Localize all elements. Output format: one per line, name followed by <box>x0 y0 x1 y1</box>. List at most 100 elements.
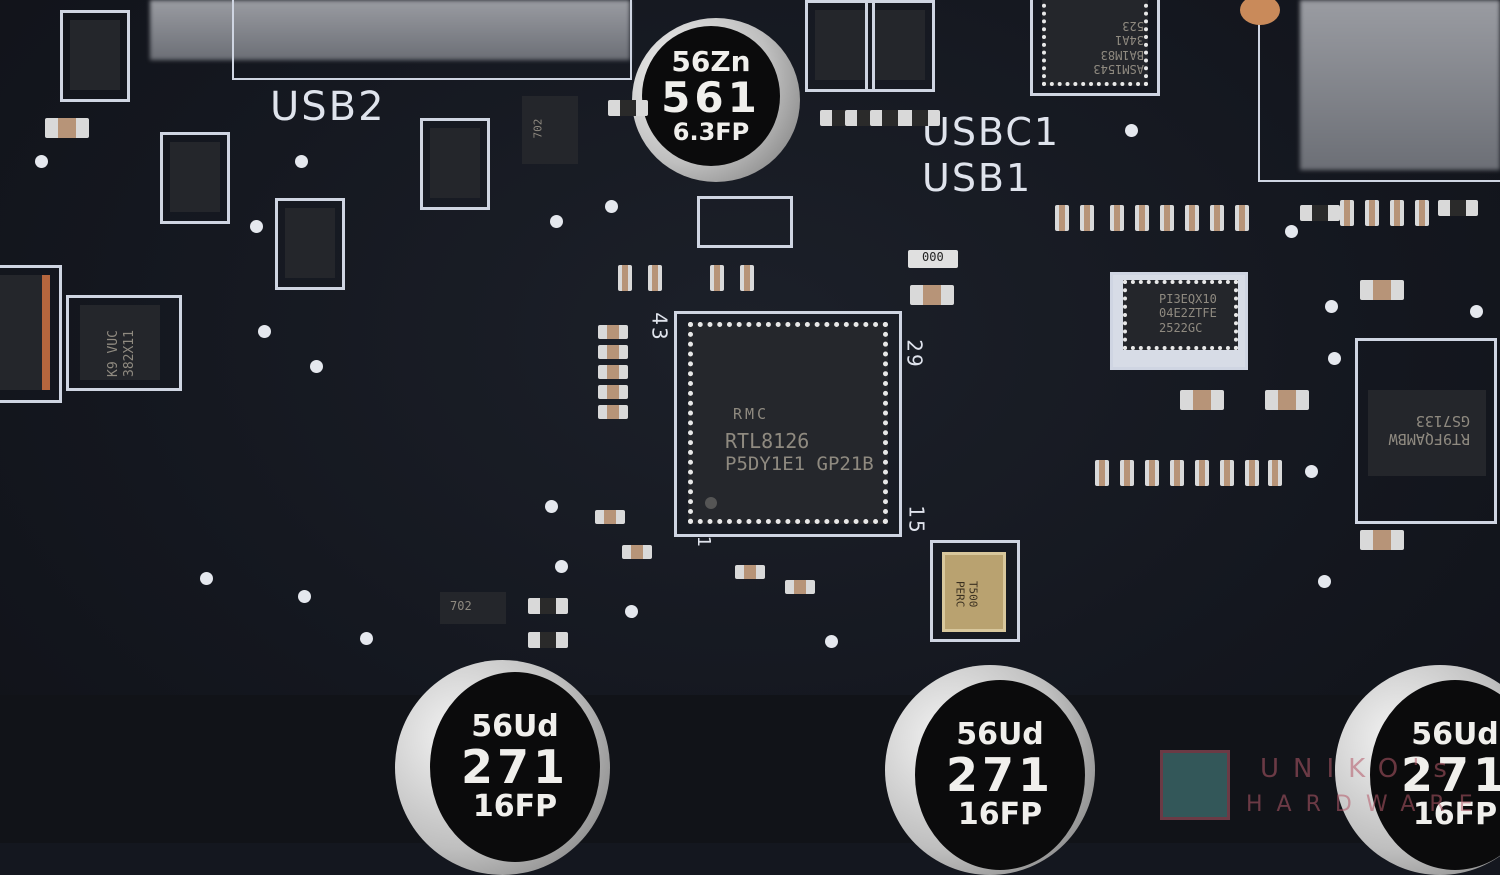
gs-chip-text: RT9FQAMBW GS7133 <box>1389 412 1470 448</box>
asm-line: BA1M83 <box>1100 47 1144 62</box>
resistor <box>1390 200 1404 226</box>
via <box>1285 225 1298 238</box>
via <box>1125 124 1138 137</box>
via <box>1318 575 1331 588</box>
sot-marking: 702 <box>531 118 545 139</box>
resistor <box>1110 205 1124 231</box>
resistor <box>608 100 648 116</box>
gs7133-chip: RT9FQAMBW GS7133 <box>1368 390 1486 476</box>
capacitor-bottom-3: 56Ud 271 16FP <box>1335 665 1500 875</box>
cap-value: 271 <box>1400 747 1500 802</box>
pin1-dot <box>705 497 717 509</box>
crystal-outline <box>930 540 1020 642</box>
resistor <box>1438 200 1478 216</box>
resistor <box>735 565 765 579</box>
resistor <box>598 405 628 419</box>
via <box>310 360 323 373</box>
resistor <box>1210 205 1224 231</box>
resistor <box>1170 460 1184 486</box>
cap-value: 561 <box>661 73 761 123</box>
via <box>825 635 838 648</box>
resistor <box>1055 205 1069 231</box>
capacitor-top-face: 56Zn 561 6.3FP <box>642 26 780 166</box>
resistor <box>1235 205 1249 231</box>
cap-line: 56Zn <box>671 44 751 78</box>
cap-line: 56Ud <box>1411 717 1499 753</box>
resistor <box>1268 460 1282 486</box>
via <box>35 155 48 168</box>
mounting-hole <box>1240 0 1280 25</box>
main-chip-outline <box>674 311 902 537</box>
resistor <box>785 580 815 594</box>
chip-logo: RMC <box>733 405 770 423</box>
watermark-line1: UNIKO's <box>1260 754 1461 784</box>
via <box>1470 305 1483 318</box>
ic-outline <box>805 0 875 92</box>
rtl8126-chip: RMC RTL8126 P5DY1E1 GP21B <box>688 322 888 524</box>
via <box>545 500 558 513</box>
usb-connector-shield <box>150 0 630 60</box>
via <box>555 560 568 573</box>
capacitor-smd <box>1265 390 1309 410</box>
ic-outline <box>60 10 130 102</box>
small-chip: K9 VUC 382X11 <box>80 305 160 380</box>
via <box>1305 465 1318 478</box>
capacitor-top: 56Zn 561 6.3FP <box>632 18 800 182</box>
resistor <box>1120 460 1134 486</box>
pin-1-label: 1 <box>693 535 715 550</box>
crystal-line: PERC <box>953 580 967 608</box>
cap-line: 56Ud <box>956 717 1044 753</box>
cap-value: 271 <box>945 747 1055 802</box>
resistor <box>1135 205 1149 231</box>
resistor <box>618 265 632 291</box>
usb2-label: USB2 <box>270 84 386 130</box>
resistor-marked: 000 <box>908 250 958 268</box>
resistor <box>900 110 940 126</box>
cap-line: 6.3FP <box>672 118 750 147</box>
resistor <box>710 265 724 291</box>
asm-line: 523 <box>1122 18 1144 33</box>
pi3-line: 2522GC <box>1159 320 1203 335</box>
pcie-slot-area <box>0 695 1500 843</box>
cap-line: 56Ud <box>471 709 559 745</box>
resistor <box>1145 460 1159 486</box>
gs-chip-outline <box>1355 338 1497 524</box>
pi3-chip-text: PI3EQX10 04E2ZTFE 2522GC <box>1159 292 1217 335</box>
usb2-connector-outline <box>232 0 632 80</box>
watermark-logo <box>1160 750 1230 820</box>
capacitor-bottom-1: 56Ud 271 16FP <box>395 660 610 875</box>
small-ic <box>170 142 220 212</box>
resistor <box>1160 205 1174 231</box>
resistor <box>528 632 568 648</box>
small-ic <box>875 10 925 80</box>
resistor <box>740 265 754 291</box>
cap-line: 16FP <box>1412 797 1498 833</box>
small-ic <box>430 128 480 198</box>
sot-transistor-top: 702 <box>522 96 578 164</box>
cap-line: 16FP <box>472 789 558 825</box>
via <box>258 325 271 338</box>
crystal-line: T500 <box>966 580 980 608</box>
resistor <box>1415 200 1429 226</box>
small-ic <box>285 208 335 278</box>
pin-43-label: 43 <box>647 312 672 342</box>
via <box>1325 300 1338 313</box>
pi3-line: 04E2ZTFE <box>1159 306 1217 321</box>
component-outline <box>697 196 793 248</box>
resistor <box>595 510 625 524</box>
crystal-text: T500 PERC <box>953 581 979 608</box>
gs-line: GS7133 <box>1415 412 1470 430</box>
capacitor-face: 56Ud 271 16FP <box>1370 680 1500 870</box>
heatsink <box>1300 0 1500 170</box>
mosfet-outline <box>0 265 62 403</box>
capacitor-smd <box>1360 530 1404 550</box>
asm1543-chip: ASM1543 BA1M83 34A1 523 <box>1042 0 1148 86</box>
resistor <box>1220 460 1234 486</box>
sot-transistor: 702 <box>440 592 506 624</box>
resistor <box>622 545 652 559</box>
small-chip-line: 382X11 <box>121 330 137 377</box>
ic-outline <box>420 118 490 210</box>
ic-outline <box>160 132 230 224</box>
gs-line: RT9FQAMBW <box>1388 430 1470 448</box>
via <box>295 155 308 168</box>
